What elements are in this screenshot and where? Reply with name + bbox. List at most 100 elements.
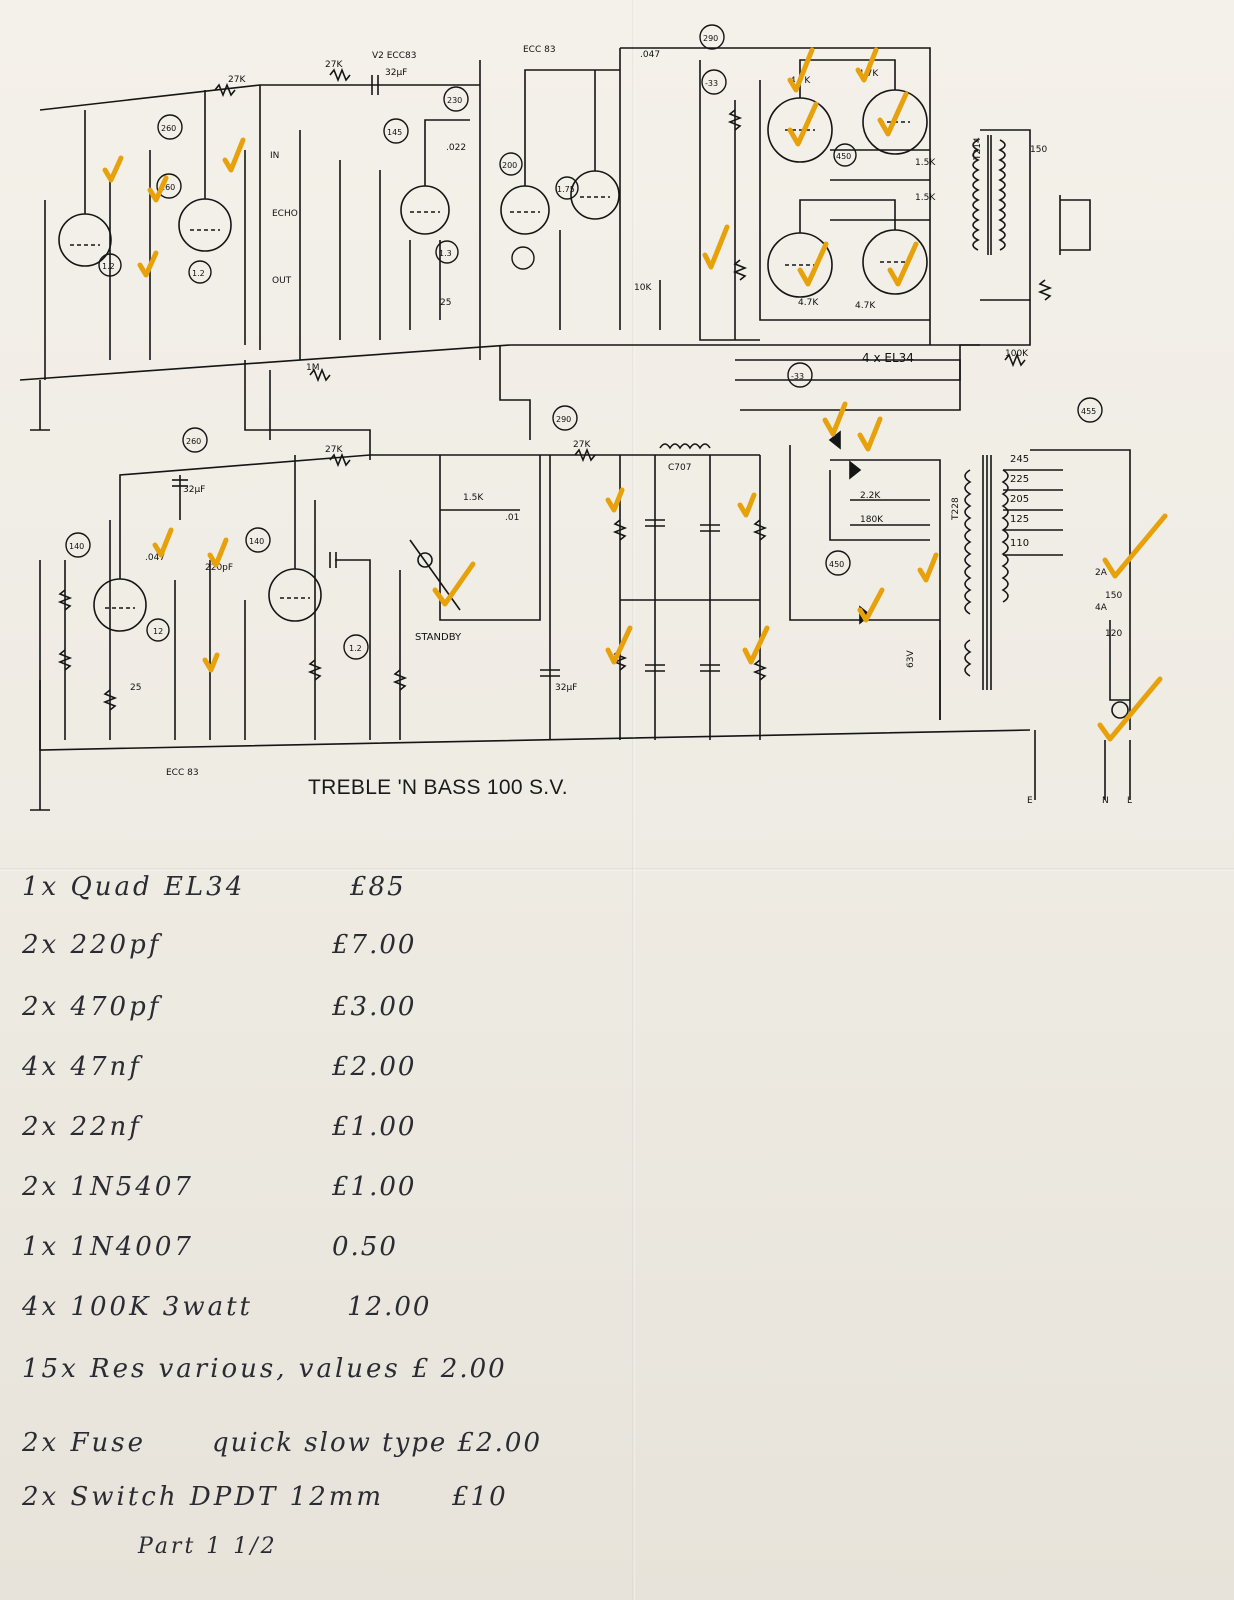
svg-text:T228: T228 — [951, 497, 961, 521]
schematic-labels: V2 ECC83 ECC 83 ECC 83 4 x EL34 STANDBY … — [69, 34, 1132, 806]
part-price: £3.00 — [332, 992, 417, 1022]
svg-text:27K: 27K — [573, 440, 591, 450]
svg-text:27K: 27K — [325, 60, 343, 70]
svg-text:1.2: 1.2 — [192, 269, 205, 278]
parts-list-item: 2x Switch DPDT 12mm £10 — [22, 1482, 506, 1512]
svg-text:245: 245 — [1010, 454, 1029, 465]
part-price: £2.00 — [332, 1052, 417, 1082]
svg-text:125: 125 — [1010, 514, 1029, 525]
svg-text:ECC 83: ECC 83 — [523, 45, 556, 55]
svg-text:27K: 27K — [228, 75, 246, 85]
svg-text:450: 450 — [836, 152, 851, 161]
svg-text:32μF: 32μF — [183, 485, 205, 495]
svg-text:T214: T214 — [973, 137, 983, 161]
svg-text:110: 110 — [1010, 538, 1029, 549]
svg-text:140: 140 — [249, 537, 264, 546]
svg-text:160: 160 — [160, 183, 175, 192]
svg-text:.01: .01 — [505, 513, 519, 523]
svg-text:290: 290 — [703, 34, 718, 43]
svg-text:450: 450 — [829, 560, 844, 569]
part-price: £10 — [452, 1482, 508, 1512]
svg-text:140: 140 — [69, 542, 84, 551]
part-quantity-description: 2x 1N5407 — [22, 1172, 194, 1202]
parts-list-item: 2x 1N5407 £1.00 — [22, 1172, 414, 1202]
part-quantity-description: 1x 1N4007 — [22, 1232, 194, 1262]
svg-text:32μF: 32μF — [385, 68, 407, 78]
svg-text:IN: IN — [270, 151, 279, 161]
svg-text:455: 455 — [1081, 407, 1096, 416]
parts-list-item: 4x 100K 3watt 12.00 — [22, 1292, 429, 1322]
svg-text:4 x EL34: 4 x EL34 — [862, 351, 914, 365]
svg-text:.047: .047 — [640, 50, 660, 60]
svg-text:L: L — [1127, 796, 1132, 806]
svg-text:100K: 100K — [1005, 349, 1029, 359]
svg-text:-33: -33 — [705, 79, 718, 88]
svg-text:2.2K: 2.2K — [860, 491, 881, 501]
part-quantity-description: 2x Fuse — [22, 1428, 146, 1458]
svg-text:10K: 10K — [634, 283, 652, 293]
svg-text:260: 260 — [186, 437, 201, 446]
paper-fold-vertical — [632, 0, 635, 1600]
parts-list-item: 2x 22nf £1.00 — [22, 1112, 414, 1142]
svg-text:1.5K: 1.5K — [915, 193, 936, 203]
svg-text:ECHO: ECHO — [272, 209, 298, 219]
schematic-title: TREBLE 'N BASS 100 S.V. — [308, 776, 568, 799]
amplifier-schematic: V2 ECC83 ECC 83 ECC 83 4 x EL34 STANDBY … — [69, 34, 1168, 806]
parts-list-footnote: Part 1 1/2 — [138, 1534, 278, 1559]
svg-text:63V: 63V — [906, 650, 916, 668]
part-price: 0.50 — [332, 1232, 398, 1262]
parts-list-item: 1x 1N4007 0.50 — [22, 1232, 396, 1262]
svg-text:1.2: 1.2 — [102, 262, 115, 271]
part-quantity-description: 4x 100K 3watt — [22, 1292, 253, 1322]
parts-list-item: 2x Fuse quick slow type £2.00 — [22, 1428, 540, 1458]
svg-text:1.3: 1.3 — [439, 249, 452, 258]
part-price: 12.00 — [347, 1292, 432, 1322]
part-quantity-description: 2x 470pf — [22, 992, 162, 1022]
part-price: £ 2.00 — [412, 1354, 507, 1384]
svg-text:32μF: 32μF — [555, 683, 577, 693]
part-price: £1.00 — [332, 1112, 417, 1142]
svg-text:150: 150 — [1105, 591, 1122, 601]
svg-text:12: 12 — [153, 627, 163, 636]
highlighter-checkmarks — [102, 47, 1168, 742]
svg-text:25: 25 — [440, 298, 451, 308]
svg-text:4.7K: 4.7K — [855, 301, 876, 311]
svg-text:230: 230 — [447, 96, 462, 105]
svg-text:200: 200 — [502, 161, 517, 170]
svg-text:STANDBY: STANDBY — [415, 632, 462, 643]
svg-text:120: 120 — [1105, 629, 1122, 639]
svg-text:1.2: 1.2 — [349, 644, 362, 653]
svg-text:E: E — [1027, 796, 1033, 806]
svg-text:1M: 1M — [306, 363, 320, 373]
svg-text:-33: -33 — [791, 372, 804, 381]
svg-text:4A: 4A — [1095, 603, 1108, 613]
part-quantity-description: 2x Switch DPDT 12mm — [22, 1482, 385, 1512]
parts-list-item: 1x Quad EL34 £85 — [22, 872, 404, 902]
svg-text:150: 150 — [1030, 145, 1047, 155]
svg-text:.022: .022 — [446, 143, 466, 153]
svg-text:1.5K: 1.5K — [915, 158, 936, 168]
svg-text:4.7K: 4.7K — [798, 298, 819, 308]
parts-list-item: 4x 47nf £2.00 — [22, 1052, 414, 1082]
svg-text:225: 225 — [1010, 474, 1029, 485]
part-quantity-description: 2x 22nf — [22, 1112, 142, 1142]
svg-text:1.5K: 1.5K — [463, 493, 484, 503]
svg-text:V2 ECC83: V2 ECC83 — [372, 51, 416, 61]
svg-text:145: 145 — [387, 128, 402, 137]
svg-text:C707: C707 — [668, 463, 691, 473]
svg-text:N: N — [1102, 796, 1109, 806]
svg-text:1.75: 1.75 — [557, 185, 575, 194]
svg-text:205: 205 — [1010, 494, 1029, 505]
part-price: £7.00 — [332, 930, 417, 960]
svg-text:220pF: 220pF — [205, 563, 233, 573]
svg-text:180K: 180K — [860, 515, 884, 525]
svg-text:ECC 83: ECC 83 — [166, 768, 199, 778]
part-quantity-description: 1x Quad EL34 — [22, 872, 246, 902]
svg-text:290: 290 — [556, 415, 571, 424]
parts-list-item: 2x 220pf £7.00 — [22, 930, 414, 960]
svg-text:.047: .047 — [145, 553, 165, 563]
part-quantity-description: 2x 220pf — [22, 930, 162, 960]
svg-text:27K: 27K — [325, 445, 343, 455]
part-price: £85 — [350, 872, 406, 902]
